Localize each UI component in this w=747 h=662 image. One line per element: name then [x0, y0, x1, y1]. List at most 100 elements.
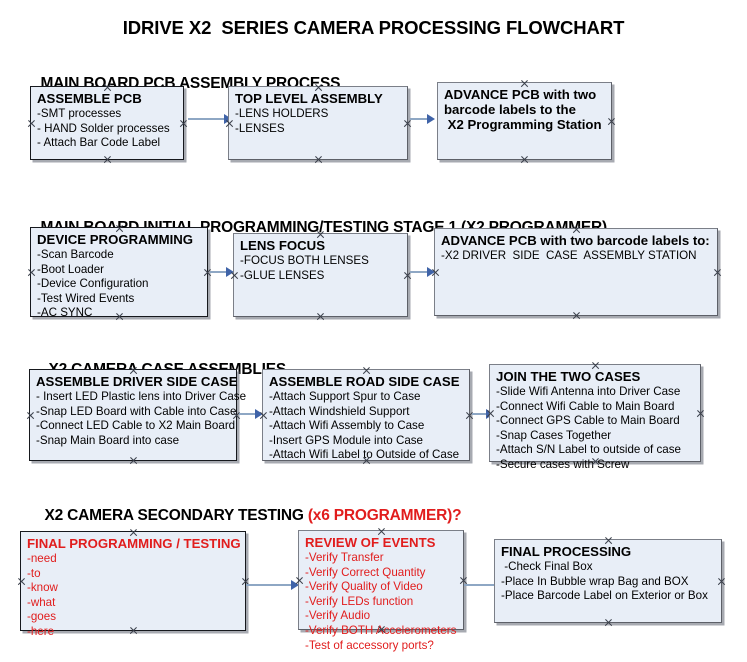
node-line: -Connect LED Cable to X2 Main Board — [36, 419, 236, 433]
arrow-shaft — [472, 413, 487, 415]
node-line: -LENS HOLDERS — [235, 107, 329, 120]
node-line: -Slide Wifi Antenna into Driver Case — [496, 385, 681, 398]
connector-handle-bottom[interactable] — [103, 155, 112, 164]
node-line: -what — [27, 595, 56, 609]
node-line: -Check Final Box — [501, 560, 593, 573]
node-content: ASSEMBLE PCB -SMT processes - HAND Solde… — [31, 87, 183, 153]
arrow-shaft — [210, 271, 227, 273]
node-line: -Attach Wifi Assembly to Case — [269, 419, 425, 433]
node-assemble-driver-side-case[interactable]: ASSEMBLE DRIVER SIDE CASE - Insert LED P… — [29, 369, 247, 461]
arrow-lens-focus-to-advance-pcb — [410, 267, 435, 277]
node-content: LENS FOCUS -FOCUS BOTH LENSES -GLUE LENS… — [234, 234, 407, 285]
node-content: JOIN THE TWO CASES -Slide Wifi Antenna i… — [490, 365, 700, 475]
node-line: -Verify BOTH Accelerometers — [305, 623, 457, 637]
node-assemble-pcb[interactable]: ASSEMBLE PCB -SMT processes - HAND Solde… — [30, 86, 184, 160]
node-line: -know — [27, 581, 58, 595]
node-content: ASSEMBLE ROAD SIDE CASE -Attach Support … — [263, 370, 469, 465]
connector-line-review-of-events-right — [464, 584, 492, 586]
node-line: -Snap Main Board into case — [36, 433, 180, 447]
node-line: -here — [27, 624, 55, 638]
node-content: DEVICE PROGRAMMING -Scan Barcode -Boot L… — [31, 228, 207, 323]
node-line: -LENSES — [235, 121, 285, 135]
node-content: ADVANCE PCB with two barcode labels to t… — [438, 83, 611, 135]
node-title: FINAL PROCESSING — [501, 544, 632, 559]
node-content: FINAL PROGRAMMING / TESTING -need -to -k… — [21, 532, 245, 642]
page-title: IDRIVE X2 SERIES CAMERA PROCESSING FLOWC… — [122, 17, 625, 38]
node-line: -Connect GPS Cable to Main Board — [496, 414, 680, 428]
node-line: -need — [27, 552, 57, 565]
section-heading-x2-camera-secondary-testing: X2 CAMERA SECONDARY TESTING (x6 PROGRAMM… — [28, 489, 461, 543]
node-lens-focus[interactable]: LENS FOCUS -FOCUS BOTH LENSES -GLUE LENS… — [233, 233, 408, 317]
node-line: -Snap LED Board with Cable into Case — [36, 404, 237, 418]
node-line: -Insert GPS Module into Case — [269, 433, 424, 447]
connector-handle-left[interactable] — [431, 268, 440, 277]
node-content: ADVANCE PCB with two barcode labels to: … — [435, 229, 717, 266]
node-line: -to — [27, 566, 41, 580]
connector-handle-right[interactable] — [713, 268, 722, 277]
node-line: -Verify Correct Quantity — [305, 565, 426, 579]
node-top-level-assembly[interactable]: TOP LEVEL ASSEMBLY -LENS HOLDERS -LENSES — [228, 86, 408, 160]
node-line: -GLUE LENSES — [240, 268, 325, 282]
node-line: - HAND Solder processes — [37, 121, 170, 135]
node-content: REVIEW OF EVENTS -Verify Transfer -Verif… — [299, 531, 463, 655]
connector-handle-bottom[interactable] — [520, 155, 529, 164]
node-title: FINAL PROGRAMMING / TESTING — [27, 536, 241, 551]
node-content: FINAL PROCESSING -Check Final Box -Place… — [495, 540, 721, 606]
node-line: -Device Configuration — [37, 277, 149, 291]
connector-handle-bottom[interactable] — [572, 311, 581, 320]
connector-handle-bottom[interactable] — [316, 312, 325, 321]
node-line: -Verify LEDs function — [305, 594, 414, 608]
node-line: -Test Wired Events — [37, 291, 135, 305]
node-title: TOP LEVEL ASSEMBLY — [235, 91, 383, 106]
node-content: ASSEMBLE DRIVER SIDE CASE - Insert LED P… — [30, 370, 247, 450]
arrow-assemble-pcb-to-top-level-assembly — [188, 114, 232, 124]
node-title: REVIEW OF EVENTS — [305, 535, 436, 550]
node-join-the-two-cases[interactable]: JOIN THE TWO CASES -Slide Wifi Antenna i… — [489, 364, 701, 471]
node-line: -Attach Support Spur to Case — [269, 390, 421, 403]
node-line: -Attach Wifi Label to Outside of Case — [269, 448, 460, 462]
node-line: -Snap Cases Together — [496, 428, 612, 442]
node-title: ADVANCE PCB with two barcode labels to: — [441, 233, 710, 248]
node-review-of-events[interactable]: REVIEW OF EVENTS -Verify Transfer -Verif… — [298, 530, 464, 652]
node-line: -Verify Transfer — [305, 551, 384, 564]
node-final-processing[interactable]: FINAL PROCESSING -Check Final Box -Place… — [494, 539, 722, 623]
node-line: - Insert LED Plastic lens into Driver Ca… — [36, 390, 247, 403]
node-line: -SMT processes — [37, 107, 122, 120]
node-line: -Secure cases with Screw — [496, 457, 630, 471]
node-advance-pcb-to-x2-programming-station[interactable]: ADVANCE PCB with two barcode labels to t… — [437, 82, 612, 160]
arrow-shaft — [410, 118, 428, 120]
arrow-top-level-assembly-to-advance-pcb — [410, 114, 435, 124]
node-line: -Place Barcode Label on Exterior or Box — [501, 589, 708, 603]
node-line: -goes — [27, 610, 57, 624]
connector-handle-bottom[interactable] — [314, 155, 323, 164]
node-title: DEVICE PROGRAMMING — [37, 232, 194, 247]
arrow-shaft — [188, 118, 225, 120]
node-line-overflow: -Test of accessory ports? — [305, 638, 434, 652]
connector-line-final-programming-right — [246, 584, 272, 586]
node-title: LENS FOCUS — [240, 238, 325, 253]
node-device-programming[interactable]: DEVICE PROGRAMMING -Scan Barcode -Boot L… — [30, 227, 208, 319]
node-advance-pcb-to-driver-side-case-assembly[interactable]: ADVANCE PCB with two barcode labels to: … — [434, 228, 718, 316]
node-title: ASSEMBLE PCB — [37, 91, 142, 106]
arrow-shaft — [239, 413, 256, 415]
node-line: -Place In Bubble wrap Bag and BOX — [501, 574, 689, 588]
arrow-head — [427, 114, 435, 124]
node-line: -Scan Barcode — [37, 248, 114, 261]
node-line: -Connect Wifi Cable to Main Board — [496, 399, 675, 413]
node-line: -Verify Quality of Video — [305, 580, 423, 594]
node-title: ASSEMBLE DRIVER SIDE CASE — [36, 374, 238, 389]
node-line: -X2 DRIVER SIDE CASE ASSEMBLY STATION — [441, 249, 697, 262]
node-line: -AC SYNC — [37, 306, 93, 320]
section-heading-accent: (x6 PROGRAMMER)? — [307, 507, 462, 524]
connector-handle-bottom[interactable] — [604, 618, 613, 627]
arrow-device-programming-to-lens-focus — [210, 267, 234, 277]
section-heading-text: X2 CAMERA SECONDARY TESTING — [44, 507, 308, 524]
arrow-shaft — [410, 271, 428, 273]
node-content: TOP LEVEL ASSEMBLY -LENS HOLDERS -LENSES — [229, 87, 407, 138]
node-line: -Verify Audio — [305, 609, 371, 623]
node-title: ASSEMBLE ROAD SIDE CASE — [269, 374, 460, 389]
node-assemble-road-side-case[interactable]: ASSEMBLE ROAD SIDE CASE -Attach Support … — [262, 369, 470, 461]
node-final-programming-testing[interactable]: FINAL PROGRAMMING / TESTING -need -to -k… — [20, 531, 246, 638]
connector-handle-bottom[interactable] — [129, 456, 138, 465]
